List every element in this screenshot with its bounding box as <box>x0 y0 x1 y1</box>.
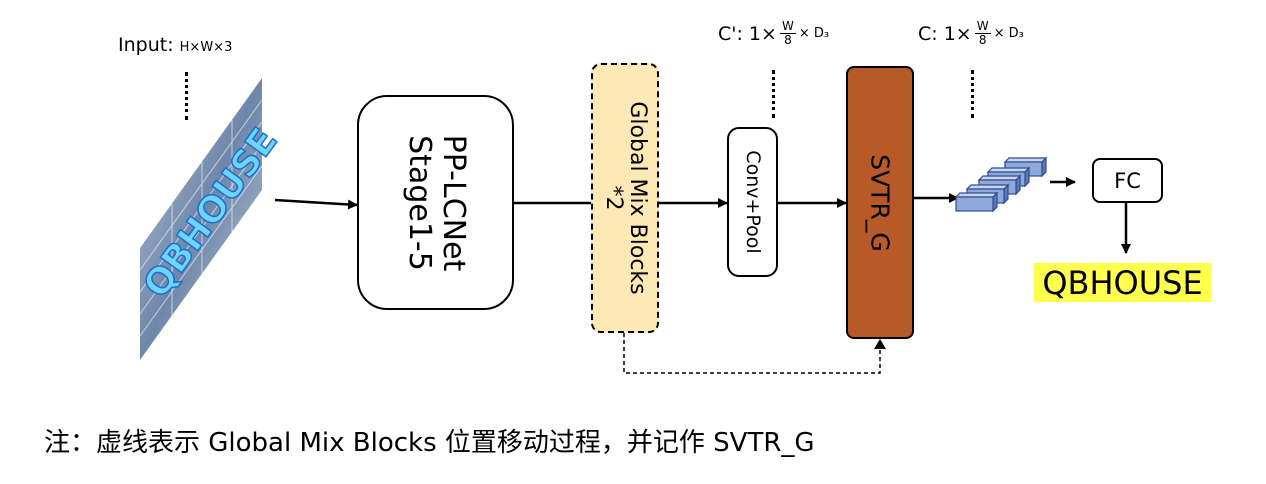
input-label-text: Input: <box>118 34 174 56</box>
result-text: QBHOUSE <box>1042 263 1203 302</box>
result-output: QBHOUSE <box>1034 263 1211 302</box>
pplcnet-label-line2: Stage1-5 <box>401 134 437 271</box>
arrow-input-to-pplcnet <box>274 198 358 210</box>
c-num: W <box>974 19 991 34</box>
dashed-move-path <box>623 333 881 374</box>
ellipsis-c-prime <box>772 70 778 118</box>
gmb-label: Global Mix Blocks *2 <box>601 101 650 295</box>
c-prime-num: W <box>779 19 796 34</box>
fc-block: FC <box>1092 158 1163 203</box>
ellipsis-c <box>971 70 977 118</box>
global-mix-blocks: Global Mix Blocks *2 <box>591 63 659 333</box>
c-prefix: C: 1× <box>918 22 972 45</box>
c-prime-den: 8 <box>784 33 792 47</box>
input-image-text: QBHOUSE <box>136 121 286 306</box>
feature-block <box>954 191 999 213</box>
input-text-image: QBHOUSE <box>135 78 286 360</box>
pplcnet-block: PP-LCNet Stage1-5 <box>357 95 514 310</box>
input-dims: H×W×3 <box>179 40 233 55</box>
c-prime-fraction: W 8 <box>779 19 796 47</box>
gmb-label-line1: Global Mix Blocks <box>625 101 650 295</box>
c-prime-prefix: C': 1× <box>718 22 777 45</box>
c-suffix: × D₃ <box>993 26 1024 41</box>
dashed-move-arrowhead <box>874 339 886 349</box>
c-fraction: W 8 <box>974 19 991 47</box>
caption-note: 注：虚线表示 Global Mix Blocks 位置移动过程，并记作 SVTR… <box>44 428 815 458</box>
conv-pool-block: Conv+Pool <box>727 127 778 277</box>
svtr-g-label: SVTR_G <box>865 153 895 252</box>
pplcnet-label: PP-LCNet Stage1-5 <box>401 134 471 271</box>
feature-map-blocks <box>954 156 1048 213</box>
ellipsis-input <box>185 72 191 120</box>
input-label: Input: H×W×3 <box>118 34 232 56</box>
c-shape-label: C: 1× W 8 × D₃ <box>918 20 1024 47</box>
fc-label: FC <box>1114 168 1141 193</box>
gmb-label-line2: *2 <box>601 185 626 211</box>
svtr-g-block: SVTR_G <box>846 66 914 339</box>
pplcnet-label-line1: PP-LCNet <box>435 134 471 271</box>
conv-pool-label: Conv+Pool <box>741 150 764 254</box>
c-den: 8 <box>978 33 987 47</box>
c-prime-suffix: × D₃ <box>798 26 830 41</box>
c-prime-shape-label: C': 1× W 8 × D₃ <box>718 20 829 47</box>
